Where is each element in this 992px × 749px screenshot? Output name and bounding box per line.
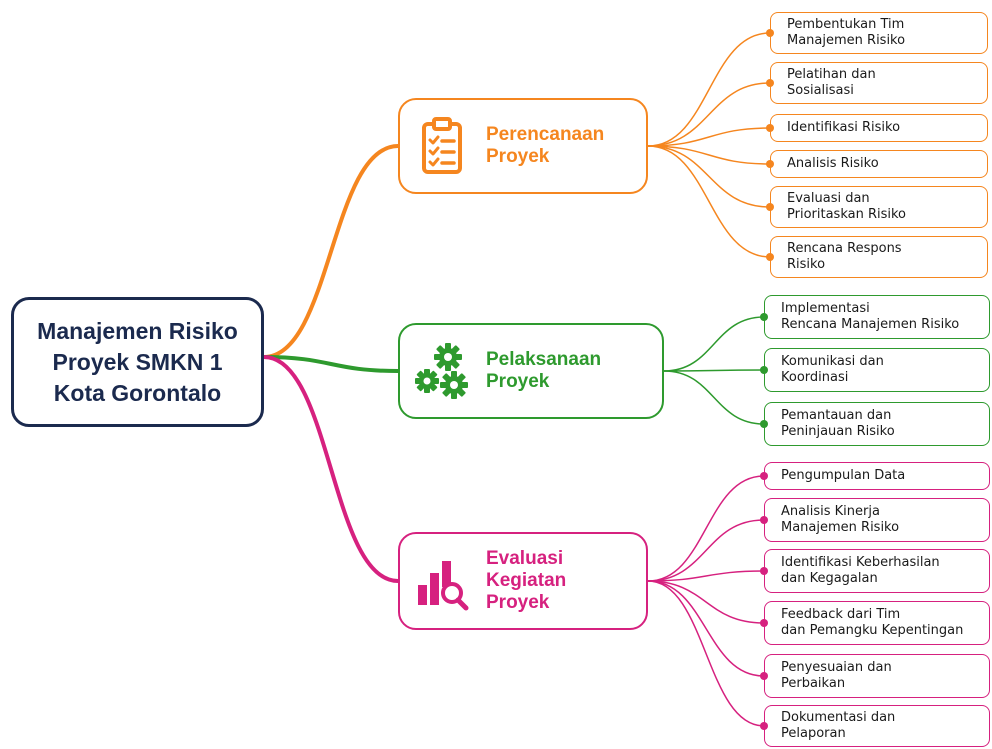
leaf-node: Pembentukan Tim Manajemen Risiko xyxy=(770,12,988,54)
connector-dot xyxy=(760,366,768,374)
connector-dot xyxy=(766,29,774,37)
leaf-node: Dokumentasi dan Pelaporan xyxy=(764,705,990,747)
leaf-node: Analisis Risiko xyxy=(770,150,988,178)
leaf-node: Evaluasi dan Prioritaskan Risiko xyxy=(770,186,988,228)
connector-dot xyxy=(760,567,768,575)
branch-to-leaf-line xyxy=(647,32,771,147)
branch-to-leaf-line xyxy=(647,127,771,147)
connector-dot xyxy=(760,516,768,524)
connector-dot xyxy=(766,203,774,211)
branch-evaluasi-kegiatan-proyek: Evaluasi Kegiatan Proyek xyxy=(398,532,648,630)
branch-to-leaf-line xyxy=(663,370,765,425)
connector-dot xyxy=(760,313,768,321)
branch-to-leaf-line xyxy=(663,316,765,372)
leaf-node: Implementasi Rencana Manajemen Risiko xyxy=(764,295,990,339)
root-node: Manajemen Risiko Proyek SMKN 1 Kota Goro… xyxy=(11,297,264,427)
branch-to-leaf-line xyxy=(647,580,765,624)
leaf-node: Pelatihan dan Sosialisasi xyxy=(770,62,988,104)
branch-pelaksanaan-proyek: Pelaksanaan Proyek xyxy=(398,323,664,419)
leaf-node: Komunikasi dan Koordinasi xyxy=(764,348,990,392)
connector-dot xyxy=(766,79,774,87)
leaf-node: Feedback dari Tim dan Pemangku Kepenting… xyxy=(764,601,990,645)
connector-dot xyxy=(766,253,774,261)
branch-to-leaf-line xyxy=(647,82,771,147)
root-to-perencanaan-line xyxy=(262,144,400,359)
leaf-node: Identifikasi Risiko xyxy=(770,114,988,142)
branch-to-leaf-line xyxy=(647,145,771,208)
branch-perencanaan-proyek: Perencanaan Proyek xyxy=(398,98,648,194)
bar-chart-magnifier-icon xyxy=(418,561,469,611)
root-label: Manajemen Risiko Proyek SMKN 1 Kota Goro… xyxy=(37,317,238,406)
branch-label: Pelaksanaan Proyek xyxy=(486,349,602,392)
connector-dot xyxy=(766,160,774,168)
branch-label: Evaluasi Kegiatan Proyek xyxy=(486,548,567,613)
branch-to-leaf-line xyxy=(647,580,765,727)
connector-dot xyxy=(760,722,768,730)
gears-icon xyxy=(415,343,468,399)
branch-to-leaf-line xyxy=(647,145,771,165)
branch-to-leaf-line xyxy=(647,519,765,582)
leaf-node: Penyesuaian dan Perbaikan xyxy=(764,654,990,698)
connector-dot xyxy=(760,619,768,627)
root-to-evaluasi-line xyxy=(262,355,400,583)
branch-to-leaf-line xyxy=(647,580,765,677)
connector-dot xyxy=(760,672,768,680)
branch-to-leaf-line xyxy=(663,369,765,372)
connector-dot xyxy=(766,124,774,132)
connector-dot xyxy=(760,472,768,480)
root-to-pelaksanaan-line xyxy=(262,355,400,373)
branch-to-leaf-line xyxy=(647,145,771,258)
leaf-node: Rencana Respons Risiko xyxy=(770,236,988,278)
connector-dot xyxy=(760,420,768,428)
branch-label: Perencanaan Proyek xyxy=(486,124,605,167)
leaf-node: Pengumpulan Data xyxy=(764,462,990,490)
clipboard-checklist-icon xyxy=(422,117,462,174)
leaf-node: Pemantauan dan Peninjauan Risiko xyxy=(764,402,990,446)
branch-to-leaf-line xyxy=(647,475,765,582)
leaf-node: Analisis Kinerja Manajemen Risiko xyxy=(764,498,990,542)
branch-to-leaf-line xyxy=(647,570,765,582)
leaf-node: Identifikasi Keberhasilan dan Kegagalan xyxy=(764,549,990,593)
